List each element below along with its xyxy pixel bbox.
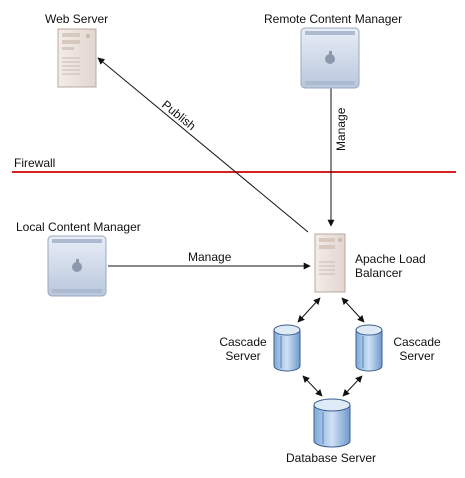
remote-content-manager-label: Remote Content Manager — [264, 12, 403, 26]
cascade-right-to-db-edge — [342, 375, 363, 397]
cascade-server-left-label: Cascade Server — [219, 335, 267, 363]
cascade-server-left-label-line2: Server — [225, 349, 261, 363]
publish-edge — [97, 57, 309, 233]
cascade-server-left-label-line1: Cascade — [219, 335, 267, 349]
manage-local-edge-label: Manage — [188, 250, 232, 264]
apache-load-balancer-label-line1: Apache Load — [355, 252, 426, 266]
balancer-to-cascade-left-edge — [297, 297, 321, 323]
cascade-left-to-db-edge — [302, 375, 323, 397]
database-cylinder-icon — [273, 324, 301, 372]
balancer-to-cascade-right-edge — [341, 297, 365, 323]
cascade-server-right-label-line1: Cascade — [393, 335, 441, 349]
local-content-manager-label: Local Content Manager — [16, 220, 141, 234]
apache-load-balancer-label: Apache Load Balancer — [355, 252, 426, 280]
web-server-label: Web Server — [45, 12, 109, 26]
manage-remote-edge-label: Manage — [334, 107, 348, 151]
apple-logo-icon — [300, 27, 360, 89]
cascade-server-right-label-line2: Server — [399, 349, 435, 363]
publish-edge-label: Publish — [159, 97, 198, 133]
database-cylinder-icon — [313, 398, 351, 448]
server-tower-icon — [314, 233, 346, 293]
firewall-label: Firewall — [14, 156, 56, 170]
database-cylinder-icon — [355, 324, 383, 372]
apple-logo-icon — [47, 235, 107, 297]
cascade-server-right-label: Cascade Server — [393, 335, 441, 363]
server-tower-icon — [57, 28, 97, 88]
database-server-label: Database Server — [286, 451, 377, 465]
apache-load-balancer-label-line2: Balancer — [355, 266, 403, 280]
